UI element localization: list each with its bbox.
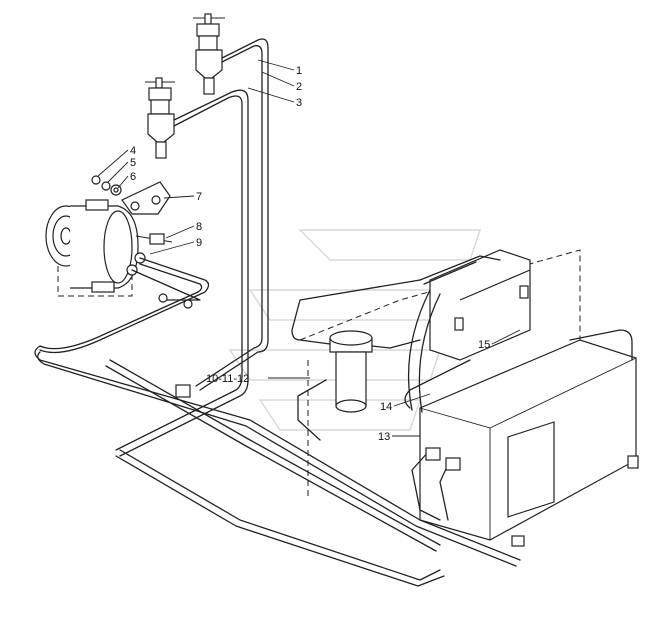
pipe-bundle-from-valves <box>115 38 269 457</box>
callout-5: 5 <box>130 157 136 169</box>
callout-15: 15 <box>478 339 490 351</box>
condenser <box>404 329 639 547</box>
callout-10-11-12: 10-11-12 <box>206 373 249 385</box>
mounting-bracket <box>121 181 171 215</box>
callout-1: 1 <box>296 65 302 77</box>
callout-7: 7 <box>196 191 202 203</box>
receiver-drier <box>291 279 421 500</box>
callout-13: 13 <box>378 431 390 443</box>
lower-pipe-bundle <box>34 345 521 587</box>
callout-14: 14 <box>380 401 392 413</box>
expansion-valve-lower <box>145 77 175 159</box>
callout-8: 8 <box>196 221 202 233</box>
expansion-valve-upper <box>193 13 225 95</box>
callout-4: 4 <box>130 145 136 157</box>
condenser-grille <box>507 421 555 518</box>
compressor <box>45 199 173 297</box>
compressor-pipes <box>39 257 210 354</box>
bolt-washers <box>91 175 122 196</box>
hose-loops <box>407 289 441 413</box>
callout-6: 6 <box>130 171 136 183</box>
callout-9: 9 <box>196 237 202 249</box>
callout-labels: 1 2 3 4 5 6 7 8 9 10-11-12 13 14 15 <box>130 65 490 443</box>
callout-2: 2 <box>296 81 302 93</box>
evaporator-unit <box>299 249 581 361</box>
leader-lines <box>97 59 521 437</box>
callout-3: 3 <box>296 97 302 109</box>
